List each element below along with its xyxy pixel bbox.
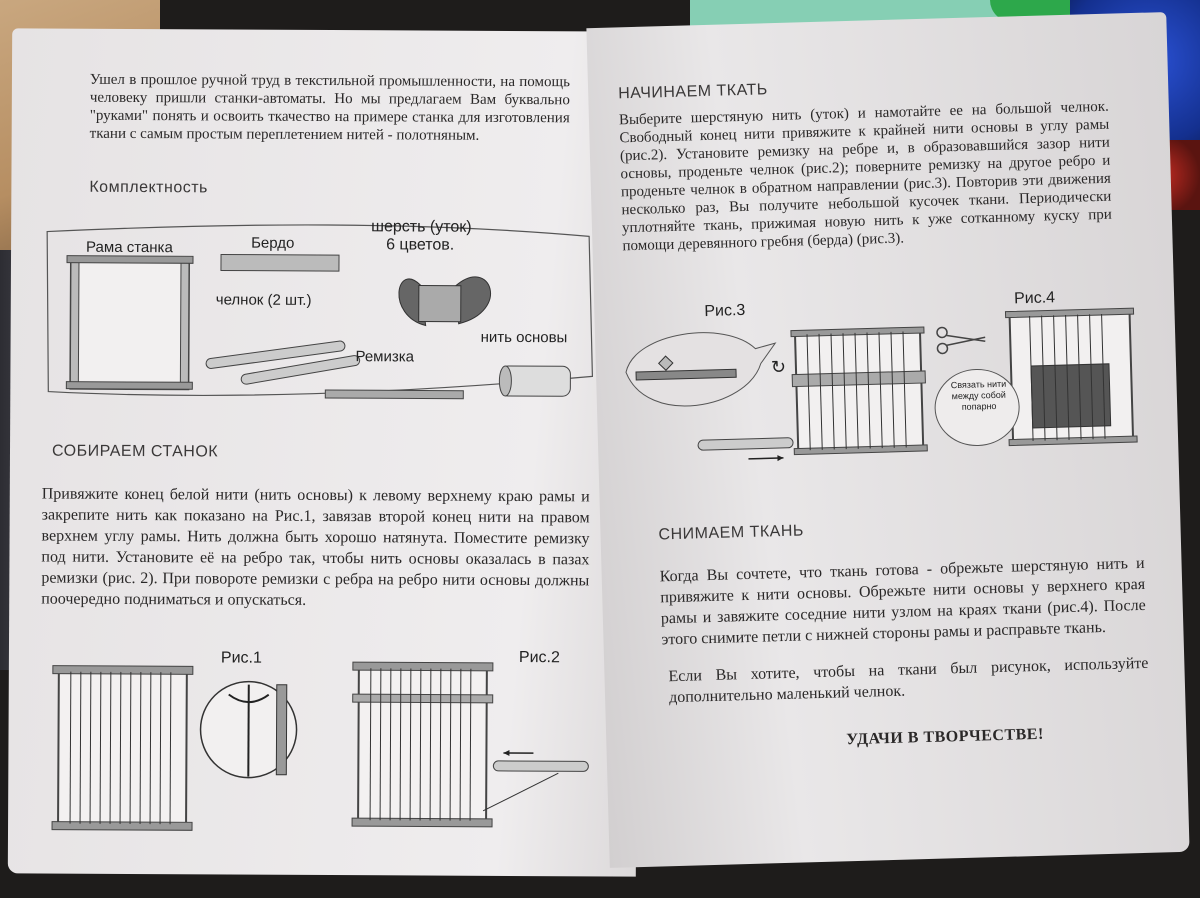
closing-text: УДАЧИ В ТВОРЧЕСТВЕ! — [846, 725, 1045, 749]
fig4-drawing — [934, 307, 1138, 447]
reed-drawing — [220, 253, 340, 272]
kit-label-wool: шерсть (уток) — [371, 218, 472, 236]
fig3-drawing: ↻ — [625, 326, 928, 462]
remove-paragraph: Когда Вы сочтете, что ткань готова - обр… — [659, 554, 1146, 649]
kit-heading: Комплектность — [89, 178, 208, 197]
kit-illustration — [46, 224, 594, 400]
kit-label-shuttle: челнок (2 шт.) — [215, 291, 312, 309]
assembly-heading: СОБИРАЕМ СТАНОК — [51, 442, 219, 461]
weave-heading: НАЧИНАЕМ ТКАТЬ — [617, 81, 769, 103]
intro-paragraph: Ушел в прошлое ручной труд в текстильной… — [89, 71, 570, 144]
kit-label-warp: нить основы — [480, 328, 568, 347]
kit-label-wool-colors: 6 цветов. — [386, 236, 455, 254]
assembly-paragraph: Привяжите конец белой нити (нить основы)… — [41, 485, 590, 609]
weave-paragraph: Выберите шерстяную нить (уток) и намотай… — [618, 98, 1113, 255]
shuttle-drawing — [205, 340, 361, 385]
fig4-note: Связать нити между собой попарно — [950, 378, 1007, 412]
right-page: НАЧИНАЕМ ТКАТЬ Выберите шерстяную нить (… — [586, 12, 1190, 868]
fig1-drawing — [51, 665, 298, 831]
kit-label-heddle: Ремизка — [355, 348, 415, 366]
warp-spool-drawing — [498, 365, 571, 397]
pattern-paragraph: Если Вы хотите, чтобы на ткани был рисун… — [668, 654, 1149, 707]
wool-skein-drawing — [398, 276, 491, 327]
scissors-icon — [936, 326, 986, 355]
left-page: Ушел в прошлое ручной труд в текстильной… — [7, 28, 641, 877]
svg-text:↻: ↻ — [771, 357, 787, 377]
heddle-drawing — [324, 389, 464, 400]
fig2-drawing — [351, 661, 589, 828]
kit-label-frame: Рама станка — [86, 238, 173, 257]
loom-frame-drawing — [65, 255, 194, 391]
kit-label-reed: Бердо — [251, 234, 295, 252]
remove-heading: СНИМАЕМ ТКАНЬ — [658, 522, 805, 544]
